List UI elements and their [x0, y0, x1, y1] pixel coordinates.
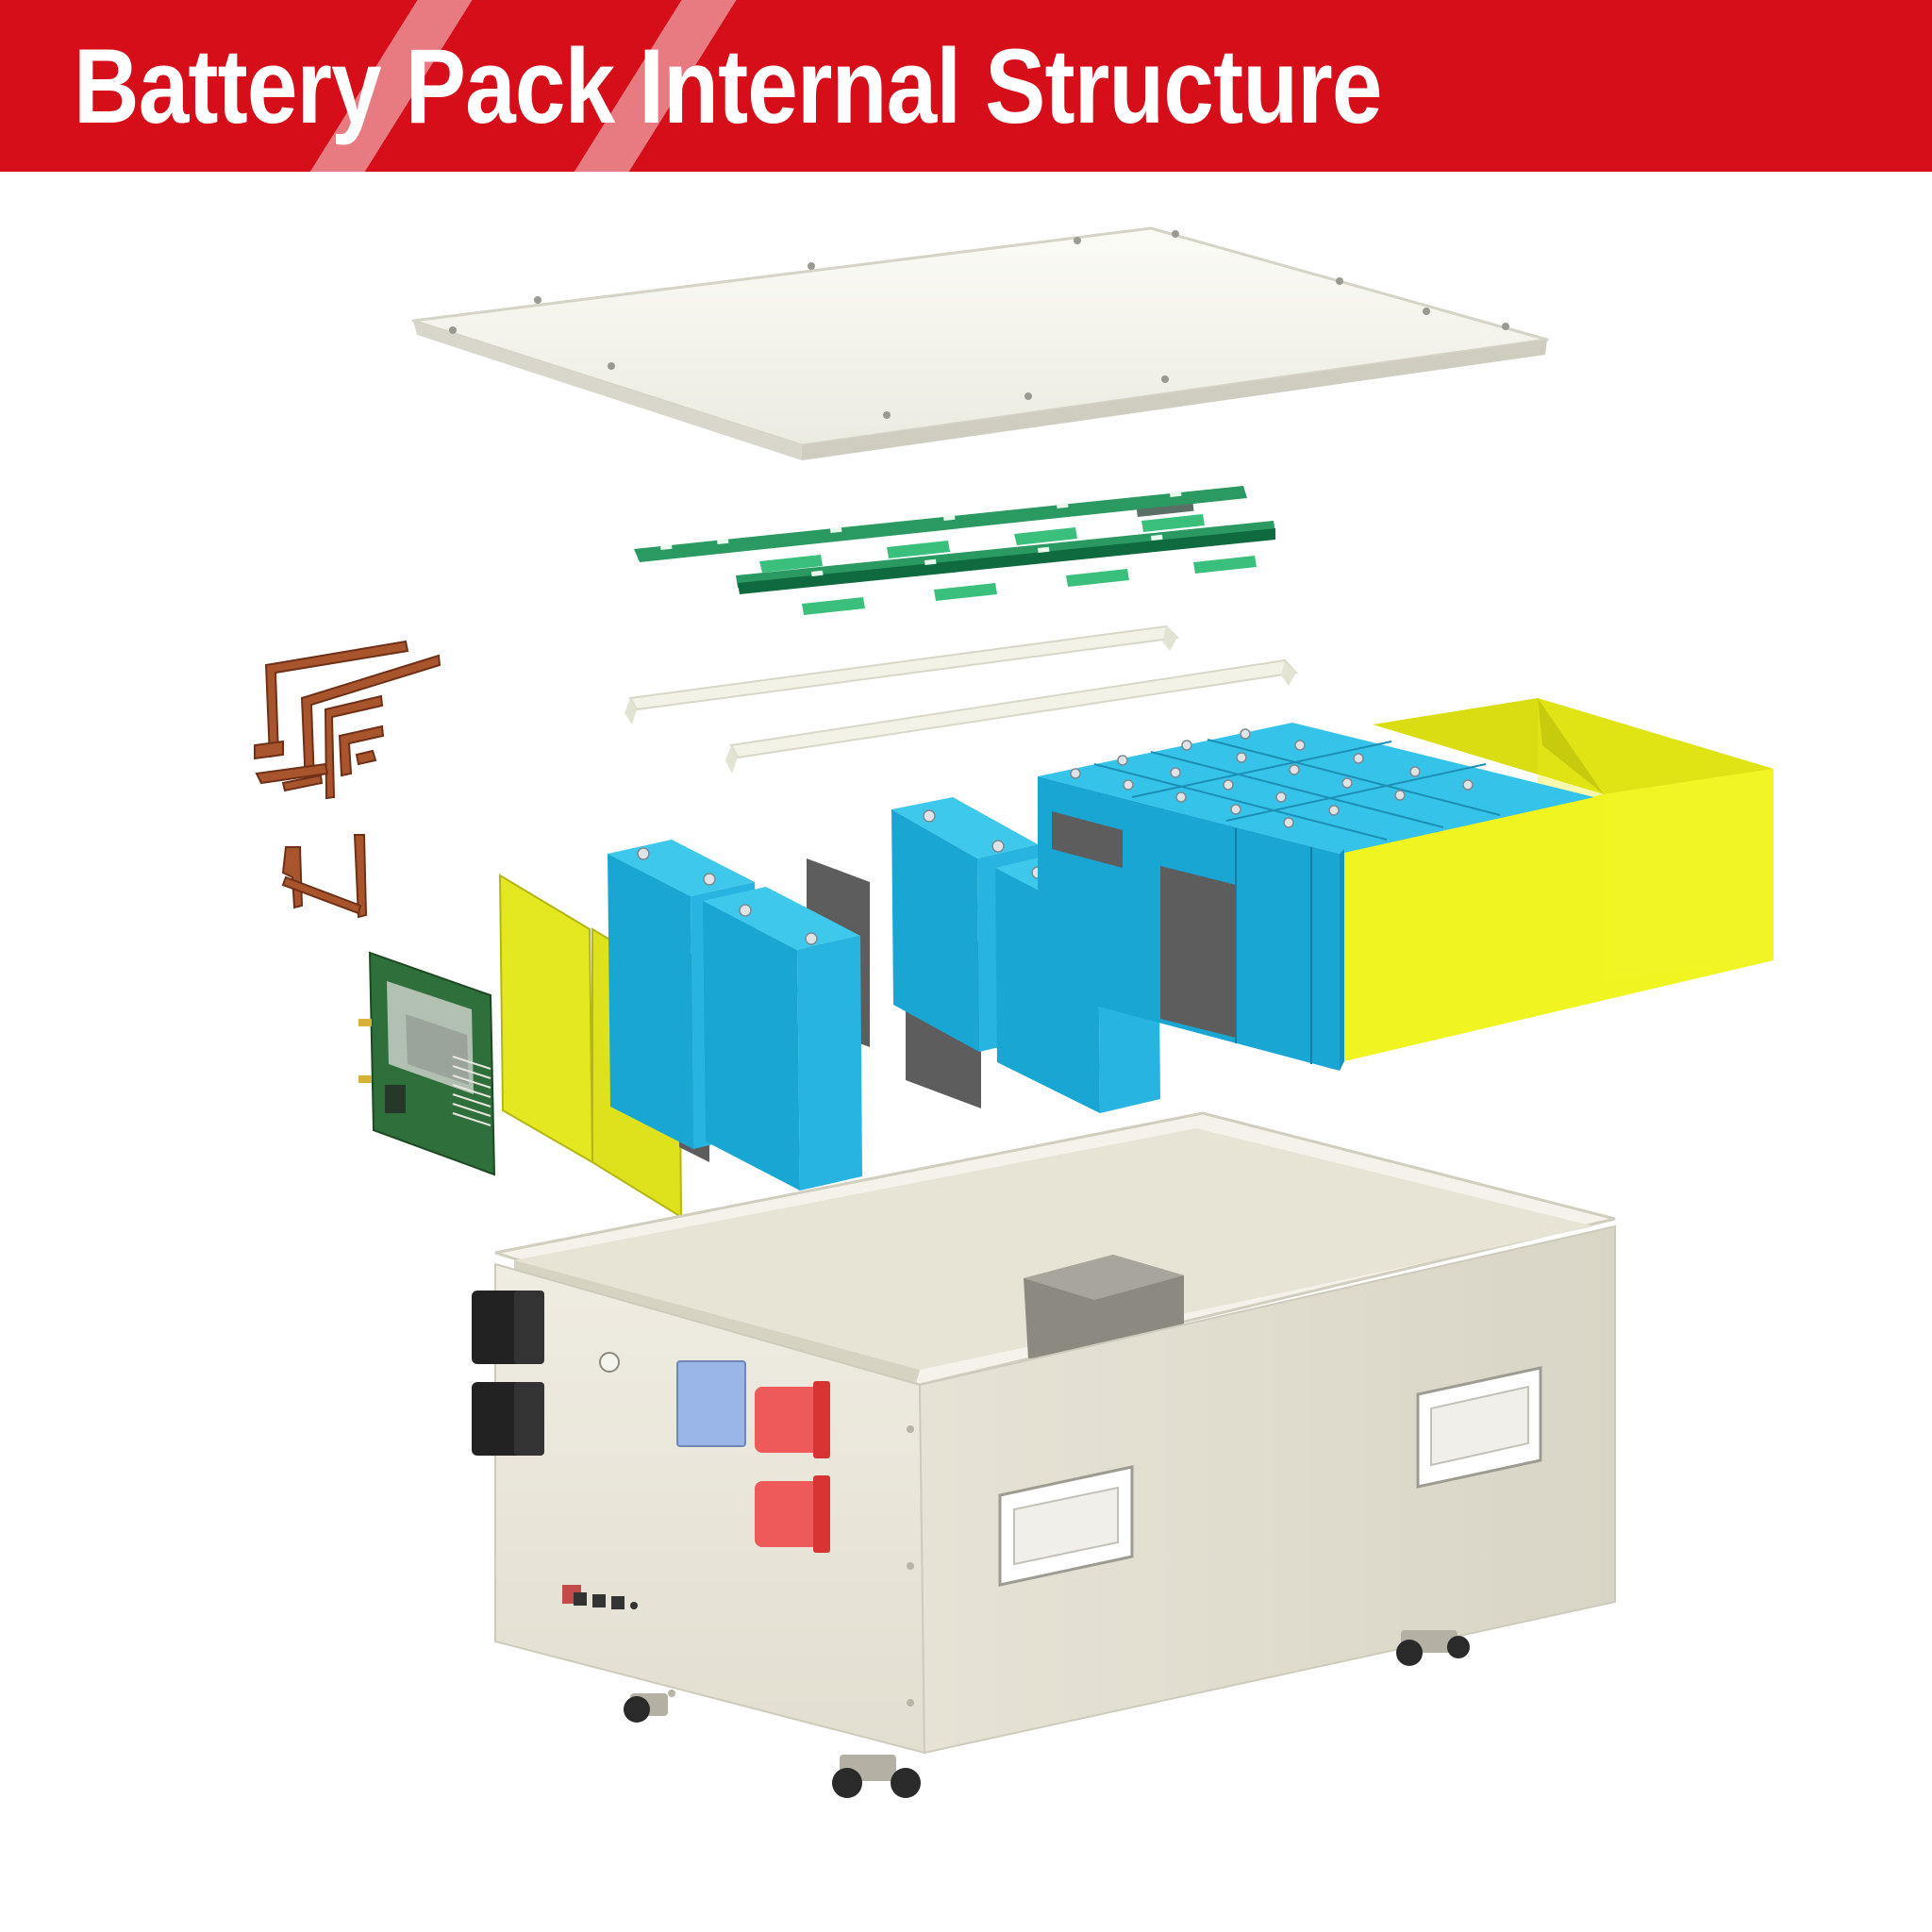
lcd-display-icon	[676, 1360, 746, 1447]
copper-busbars-icon	[254, 640, 441, 919]
communication-ports-icon	[562, 1585, 638, 1609]
breaker-switch-icon	[472, 1291, 544, 1456]
power-button-icon	[599, 1352, 620, 1373]
carry-handle-icon	[1416, 1366, 1542, 1489]
caster-wheel-icon	[1396, 1630, 1470, 1666]
caster-wheel-icon	[624, 1693, 668, 1723]
carry-handle-icon	[998, 1465, 1134, 1587]
caster-wheel-icon	[832, 1755, 921, 1798]
top-cover-plate-icon	[411, 226, 1549, 460]
positive-terminal-icon	[755, 1381, 830, 1458]
negative-terminal-icon	[755, 1475, 830, 1553]
bms-circuit-board-icon	[358, 951, 496, 1176]
page-title: Battery Pack Internal Structure	[74, 27, 1382, 145]
cell-bracket-rails-icon	[625, 625, 1299, 774]
title-banner: Battery Pack Internal Structure	[0, 0, 1932, 172]
enclosure-case-icon	[494, 1111, 1616, 1755]
cell-module-icon	[1038, 698, 1774, 1071]
busbar-pcb-strips-icon	[634, 486, 1275, 615]
